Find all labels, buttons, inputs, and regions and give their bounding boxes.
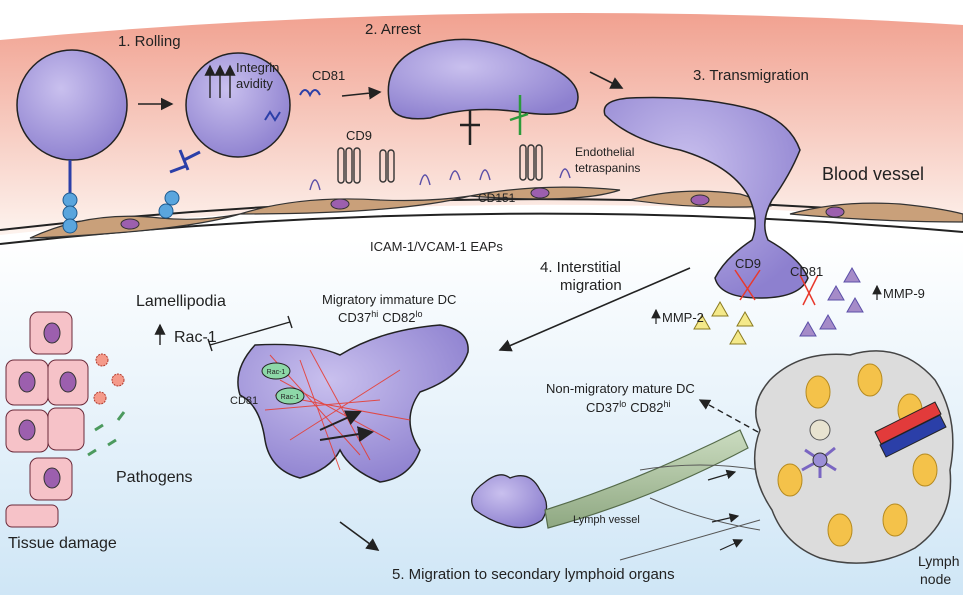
- arrow-integrin-to-arrest: [341, 86, 382, 100]
- arrow-into-node-c: [719, 539, 744, 551]
- transmigrating-leukocyte: [603, 96, 819, 306]
- step-transmigration: 3. Transmigration: [693, 67, 809, 84]
- nonmig-cd82-sup: hi: [664, 399, 671, 409]
- label-migratory-dc-line2: CD37hi CD82lo: [338, 309, 423, 325]
- label-lymph-vessel: Lymph vessel: [573, 514, 640, 526]
- rac1-badge-a-label: Rac-1: [267, 369, 286, 376]
- label-cd9-low: CD9: [735, 256, 761, 271]
- endothelial-tetraspanin-clusters: [309, 144, 571, 191]
- integrin-leukocyte: [158, 52, 321, 219]
- arrow-into-node-b: [711, 513, 740, 523]
- rac1-badge-a: Rac-1: [261, 362, 291, 380]
- step-rolling: 1. Rolling: [118, 33, 181, 50]
- rac1-badge-b-label: Rac-1: [281, 394, 300, 401]
- arrow-interstitial-migration: [498, 267, 691, 352]
- migratory-dc-cd37-sup: hi: [371, 309, 378, 319]
- label-cd9-top: CD9: [346, 128, 372, 143]
- migratory-dc-cd82-sup: lo: [416, 309, 423, 319]
- arrow-arrest-to-transmigration: [589, 71, 624, 89]
- label-nonmig-line1: Non-migratory mature DC: [546, 381, 695, 396]
- step-arrest: 2. Arrest: [365, 21, 422, 38]
- label-rac1: Rac-1: [174, 329, 217, 346]
- step-interstitial-line1: 4. Interstitial: [540, 259, 621, 276]
- small-dendritic-cell: [471, 474, 548, 529]
- label-pathogens: Pathogens: [116, 469, 193, 486]
- dashed-arrow-nonmigratory: [698, 399, 759, 433]
- arrow-into-node-a: [707, 469, 737, 481]
- rolling-leukocyte: [16, 49, 128, 234]
- label-migratory-dc-line1: Migratory immature DC: [322, 292, 456, 307]
- endothelium-layer: [0, 186, 963, 245]
- migratory-dc-cd37: CD37: [338, 310, 371, 325]
- inhibition-line: [207, 315, 293, 352]
- arrested-leukocyte: [387, 38, 579, 145]
- label-mmp9: MMP-9: [883, 286, 925, 301]
- label-endothelial-line1: Endothelial: [575, 145, 634, 159]
- label-tissue-damage: Tissue damage: [8, 535, 117, 552]
- label-mmp2: MMP-2: [662, 310, 704, 325]
- label-cd81-top: CD81: [312, 68, 345, 83]
- lymph-vessel-lines: [619, 464, 761, 561]
- mmp9-triangles: [799, 266, 864, 337]
- lymph-vessel: [544, 429, 749, 529]
- label-icam: ICAM-1/VCAM-1 EAPs: [370, 239, 503, 254]
- pathogen-particles: [87, 353, 126, 457]
- label-cd151: CD151: [478, 191, 516, 205]
- step-interstitial-line2: migration: [560, 277, 622, 294]
- label-integrin-line1: Integrin: [236, 60, 279, 75]
- mmp2-triangles: [693, 300, 754, 345]
- label-nonmig-line2: CD37lo CD82hi: [586, 399, 671, 415]
- nonmig-cd37-sup: lo: [619, 399, 626, 409]
- nonmig-cd82: CD82: [630, 400, 663, 415]
- label-lymph-node-line1: Lymph: [918, 553, 960, 569]
- step-migration-lymphoid: 5. Migration to secondary lymphoid organ…: [392, 566, 675, 583]
- migratory-dendritic-cell: [237, 324, 469, 483]
- tissue-cells: [5, 311, 89, 528]
- lymph-node: [753, 350, 954, 564]
- label-cd81-dc: CD81: [230, 395, 258, 407]
- label-integrin-line2: avidity: [236, 76, 273, 91]
- nonmig-cd37: CD37: [586, 400, 619, 415]
- label-lymph-node-line2: node: [920, 571, 951, 587]
- label-endothelial-line2: tetraspanins: [575, 161, 640, 175]
- migratory-dc-cd82: CD82: [382, 310, 415, 325]
- arrow-to-lymphoid: [339, 521, 380, 551]
- rac1-badge-b: Rac-1: [275, 387, 305, 405]
- label-blood-vessel: Blood vessel: [822, 164, 924, 184]
- label-lamellipodia: Lamellipodia: [136, 293, 226, 310]
- label-cd81-low: CD81: [790, 264, 823, 279]
